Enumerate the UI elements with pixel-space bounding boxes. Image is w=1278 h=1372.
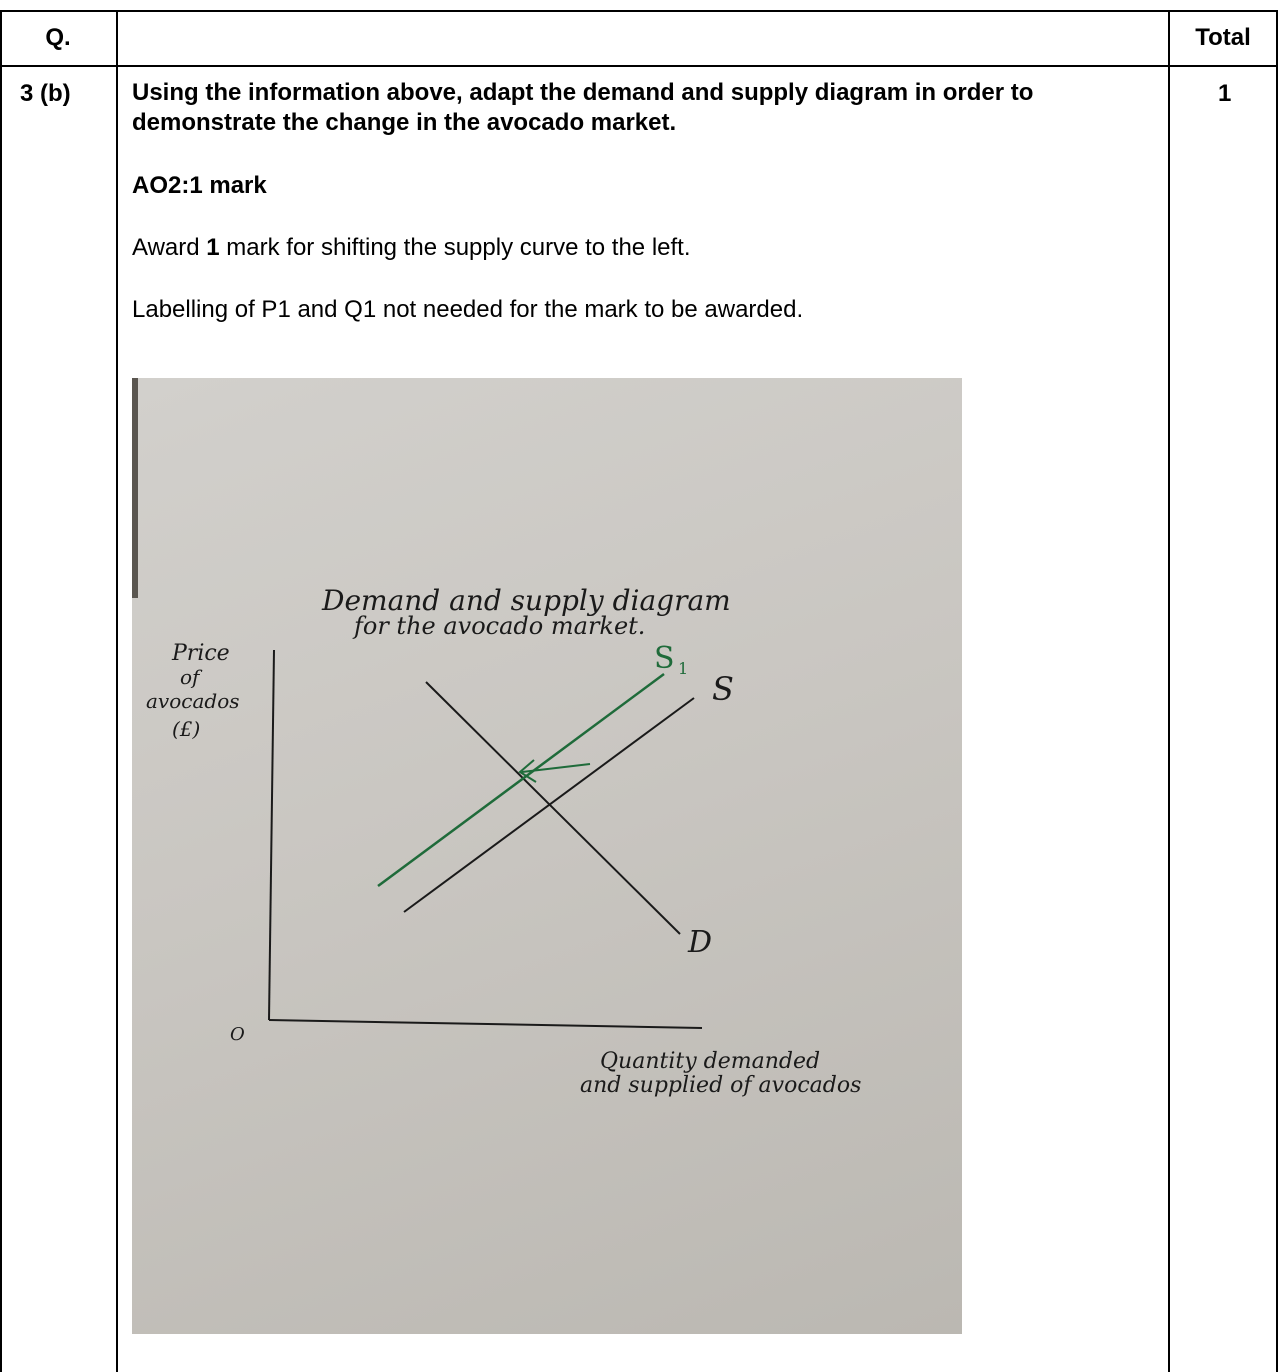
x-axis-label-2: and supplied of avocados [580, 1073, 861, 1098]
photo-edge [132, 378, 138, 598]
table-right-border [1276, 11, 1278, 1372]
award-mark-count: 1 [206, 234, 220, 261]
question-number: 3 (b) [20, 80, 71, 107]
award-guidance: Award 1 mark for shifting the supply cur… [132, 234, 1142, 262]
shift-arrow-shaft [521, 763, 591, 773]
diagram-photo: Demand and supply diagram for the avocad… [132, 378, 962, 1334]
diagram-title-line-2: for the avocado market. [352, 612, 645, 640]
y-axis-label-4: (£) [172, 717, 200, 741]
row-content: Using the information above, adapt the d… [132, 78, 1142, 324]
x-axis-label-1: Quantity demanded [600, 1049, 820, 1074]
q-column-divider [116, 11, 118, 1372]
supply-curve [403, 697, 695, 913]
hand-drawn-diagram: Demand and supply diagram for the avocad… [132, 378, 861, 1098]
labelling-note: Labelling of P1 and Q1 not needed for th… [132, 296, 804, 323]
y-axis-label-2: of [180, 665, 203, 689]
y-axis-label-3: avocados [146, 689, 240, 713]
demand-label: D [687, 925, 712, 960]
y-axis [268, 649, 275, 1021]
shift-arrow-icon [518, 759, 537, 783]
diagram-title-line-1: Demand and supply diagram [321, 584, 731, 617]
supply-label: S [712, 670, 734, 708]
table-top-border [0, 10, 1278, 12]
shifted-supply-label: S [654, 641, 675, 676]
table-left-border [0, 11, 2, 1372]
award-suffix: mark for shifting the supply curve to th… [219, 234, 691, 261]
award-prefix: Award [132, 234, 207, 261]
y-axis-label-1: Price [171, 641, 230, 666]
header-bottom-border [0, 65, 1278, 67]
row-total: 1 [1218, 80, 1232, 107]
total-column-divider [1168, 11, 1170, 1372]
ao-label: AO2:1 mark [132, 172, 267, 199]
shifted-supply-curve [377, 672, 665, 888]
question-text: Using the information above, adapt the d… [132, 79, 1034, 136]
header-total: Total [1195, 24, 1251, 51]
header-q: Q. [45, 24, 71, 51]
shifted-supply-subscript: 1 [678, 659, 688, 678]
demand-curve [425, 681, 681, 935]
origin-label: O [230, 1024, 245, 1045]
x-axis [268, 1019, 703, 1029]
